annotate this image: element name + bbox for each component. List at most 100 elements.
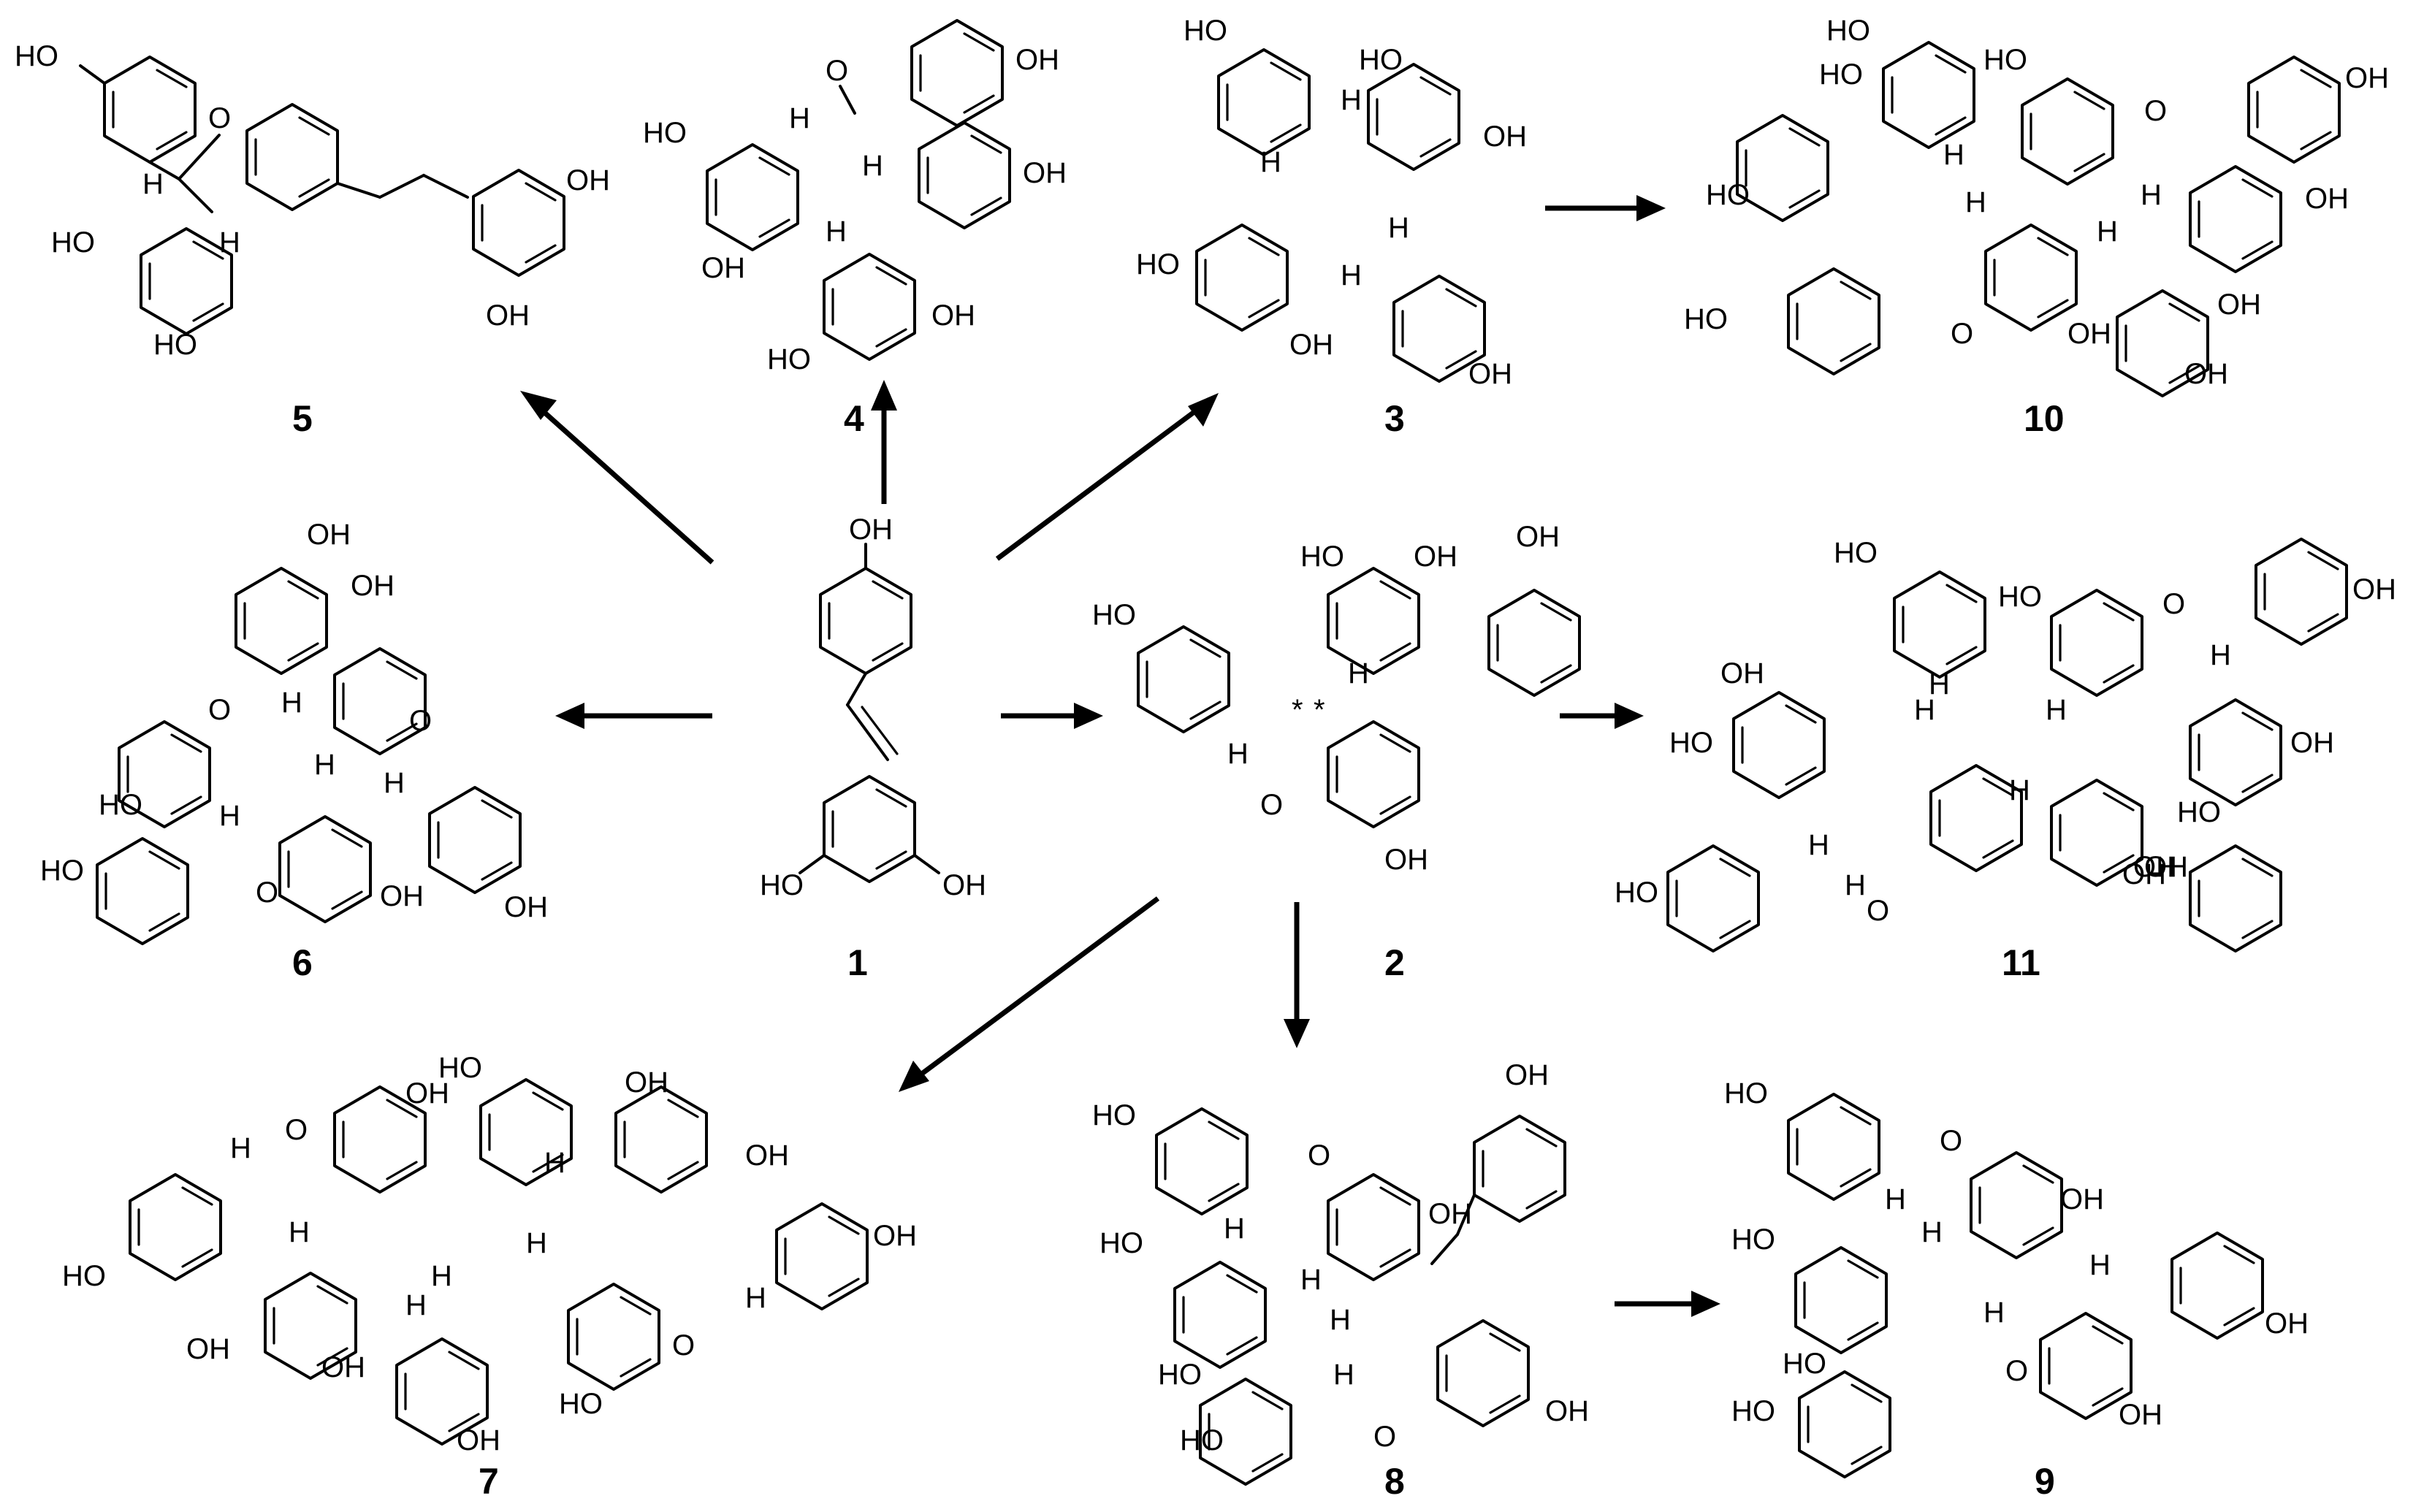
atom-ho: HO (438, 1052, 482, 1084)
atom-o: O (1308, 1139, 1330, 1172)
atom-oh: OH (2184, 358, 2228, 390)
atom-h: H (1914, 694, 1935, 726)
atom-h: H (2210, 639, 2231, 671)
atom-o: O (409, 705, 432, 737)
atom-ho: HO (1180, 1424, 1224, 1456)
atom-ho: HO (40, 855, 84, 887)
atom-ho: HO (1300, 541, 1344, 573)
atom-ho: HO (1359, 44, 1403, 76)
atom-h: H (544, 1147, 565, 1179)
atom-ho: HO (99, 789, 142, 821)
compound-label-7: 7 (479, 1461, 499, 1502)
reaction-arrow-2-to-10 (1560, 703, 1644, 729)
compound-label-9: 9 (2035, 1461, 2055, 1502)
reaction-arrow-1-to-2 (1001, 703, 1103, 729)
atom-h: H (1341, 84, 1362, 116)
atom-ho: HO (1615, 877, 1658, 909)
reaction-arrow-1-to-4 (871, 380, 897, 504)
atom-oh: OH (566, 164, 610, 196)
reaction-arrow-1-to-3 (995, 393, 1219, 561)
atom-oh: OH (849, 513, 893, 546)
atom-ho: HO (1826, 15, 1870, 47)
atom-ho: HO (1983, 44, 2027, 76)
atom-ho: HO (1092, 599, 1136, 631)
atom-o: O (285, 1114, 308, 1146)
atom-h: H (1224, 1213, 1245, 1245)
reaction-arrow-1-to-6 (555, 703, 712, 729)
atom-oh: OH (186, 1333, 230, 1365)
atom-oh: OH (1414, 541, 1457, 573)
reaction-arrow-1-to-5 (520, 391, 714, 565)
atom-ho: HO (1731, 1223, 1775, 1256)
atom-o: O (2005, 1355, 2028, 1387)
atom-h: H (1808, 829, 1829, 861)
atom-h: H (1929, 668, 1950, 700)
atom-o: O (672, 1329, 695, 1362)
atom-oh: OH (2122, 858, 2166, 890)
atom-h: H (1300, 1264, 1322, 1296)
atom-o: O (1260, 789, 1283, 821)
atom-h: H (230, 1132, 251, 1164)
compound-label-10: 11 (2002, 942, 2040, 983)
atom-ho: HO (1099, 1227, 1143, 1259)
atom-oh: OH (1516, 521, 1560, 553)
atom-h: H (2046, 694, 2067, 726)
atom-h: H (826, 215, 847, 248)
atom-oh: OH (1545, 1395, 1589, 1427)
molecule-9: HO H O OH H HO HO H H OH O OH HO (1724, 1077, 2309, 1478)
atom-oh: OH (1384, 844, 1428, 876)
atom-h: H (142, 168, 164, 200)
atom-ho: HO (1834, 537, 1878, 569)
atom-h: H (384, 767, 405, 799)
compound-label-11: 10 (2024, 398, 2065, 439)
atom-oh: OH (307, 519, 351, 551)
compound-label-1: 1 (847, 942, 868, 983)
atom-ho: HO (643, 117, 687, 149)
atom-h: H (1333, 1359, 1354, 1391)
atom-oh: OH (321, 1351, 365, 1383)
atom-oh: OH (1468, 358, 1512, 390)
atom-oh: OH (2144, 851, 2188, 883)
compound-label-4: 4 (844, 398, 864, 439)
stereo-mark: * (1314, 694, 1325, 726)
atom-h: H (1845, 869, 1866, 901)
atom-h: H (1341, 259, 1362, 291)
atom-oh: OH (2119, 1399, 2162, 1431)
atom-oh: OH (1720, 657, 1764, 690)
atom-o: O (1951, 318, 1973, 350)
atom-h: H (2009, 774, 2030, 806)
stereo-mark: * (1292, 694, 1303, 726)
atom-o: O (1867, 895, 1889, 927)
atom-oh: OH (2345, 62, 2389, 94)
atom-h: H (1388, 212, 1409, 244)
reaction-arrow-8-to-9 (1615, 1291, 1720, 1317)
atom-oh: OH (625, 1066, 668, 1099)
atom-h: H (289, 1216, 310, 1248)
atom-h: H (2089, 1249, 2111, 1281)
atom-ho: HO (1783, 1348, 1826, 1380)
atom-oh: OH (1015, 44, 1059, 76)
atom-ho: HO (1819, 58, 1863, 91)
atom-ho: HO (51, 226, 95, 259)
atom-h: H (405, 1289, 427, 1321)
compound-label-6: 6 (292, 942, 313, 983)
molecule-11: HO HO O OH HO HO H H H H OH OH O OH HO O… (1684, 15, 2389, 397)
atom-oh: OH (351, 570, 395, 602)
compound-label-5: 5 (292, 398, 313, 439)
atom-oh: OH (942, 869, 986, 901)
atom-h: H (2097, 215, 2118, 248)
atom-h: H (1965, 186, 1986, 218)
atom-h: H (281, 687, 302, 719)
atom-h: H (789, 102, 810, 134)
atom-ho: HO (15, 40, 58, 72)
atom-ho: HO (767, 343, 811, 375)
atom-h: H (1885, 1183, 1906, 1215)
atom-h: H (862, 150, 883, 182)
atom-ho: HO (1158, 1359, 1202, 1391)
molecule-8: OH HO O H H OH HO HO H H O OH HO (1092, 1059, 1589, 1486)
atom-h: H (1330, 1304, 1351, 1336)
atom-oh: OH (1289, 329, 1333, 361)
molecule-10: HO HO O OH H H H H OH HO OH HO H OH H HO… (1615, 537, 2396, 952)
atom-o: O (1373, 1421, 1396, 1453)
